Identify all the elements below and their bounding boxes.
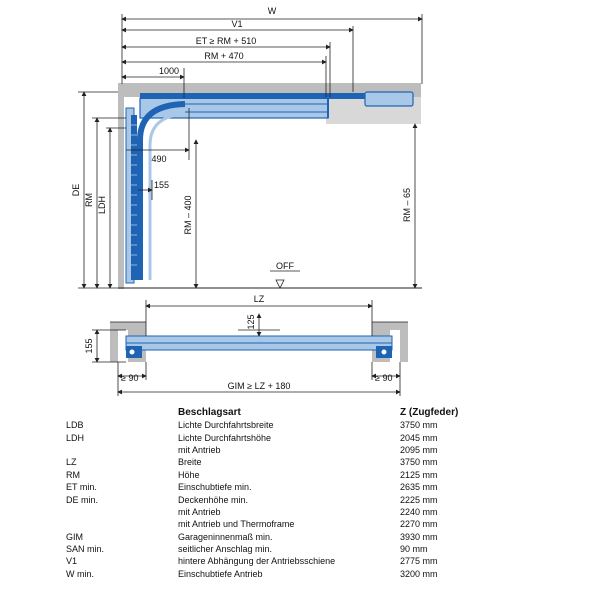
row-description: seitlicher Anschlag min. <box>178 544 273 555</box>
operator-motor <box>364 91 414 107</box>
dim-155-plan: 155 <box>84 338 94 353</box>
dim-155-lines <box>138 180 153 200</box>
plan-bottom-dimensions <box>117 362 401 396</box>
table-header: Beschlagsart Z (Zugfeder) <box>66 405 586 419</box>
dim-off: OFF <box>276 261 294 271</box>
row-description: Lichte Durchfahrtshöhe <box>178 432 272 443</box>
dim-125-lines <box>238 313 280 337</box>
row-description: Garageninnenmaß min. <box>178 531 273 542</box>
dim-ldh: LDH <box>97 196 107 214</box>
row-description: mit Antrieb <box>178 444 221 455</box>
left-dimensions <box>78 91 126 289</box>
table-row: W min. Einschubtiefe Antrieb 3200 mm <box>66 568 586 580</box>
row-description: mit Antrieb und Thermoframe <box>178 519 295 530</box>
table-row: LDB Lichte Durchfahrtsbreite 3750 mm <box>66 419 586 431</box>
technical-drawing: W V1 ET ≥ RM + 510 RM + 470 1000 490 155… <box>71 6 423 396</box>
row-description: Deckenhöhe min. <box>178 494 249 505</box>
dim-125: 125 <box>246 314 256 329</box>
row-value: 2240 mm <box>400 506 438 517</box>
dim-v1: V1 <box>231 19 242 29</box>
header-tension-spring: Z (Zugfeder) <box>400 406 459 418</box>
table-row: mit Antrieb und Thermoframe 2270 mm <box>66 518 586 530</box>
row-code: LDB <box>66 420 84 431</box>
table-body: LDB Lichte Durchfahrtsbreite 3750 mm LDH Lic… <box>66 419 586 580</box>
row-code: LZ <box>66 457 77 468</box>
table-row: GIM Garageninnenmaß min. 3930 mm <box>66 531 586 543</box>
row-value: 3200 mm <box>400 568 438 579</box>
dim-1000: 1000 <box>159 66 179 76</box>
row-description: Einschubtiefe min. <box>178 482 252 493</box>
row-value: 2775 mm <box>400 556 438 567</box>
dim-rm400: RM – 400 <box>183 195 193 234</box>
row-code: W min. <box>66 568 94 579</box>
table-row: mit Antrieb 2240 mm <box>66 506 586 518</box>
dim-rm: RM <box>84 193 94 207</box>
header-fitting-type: Beschlagsart <box>178 406 241 418</box>
row-value: 3750 mm <box>400 420 438 431</box>
top-dimensions <box>121 14 423 98</box>
table-row: DE min. Deckenhöhe min. 2225 mm <box>66 493 586 505</box>
spring-coils <box>131 124 137 266</box>
row-value: 3930 mm <box>400 531 438 542</box>
dim-ge90-right: ≥ 90 <box>375 373 392 383</box>
row-code: DE min. <box>66 494 99 505</box>
dim-155-side: 155 <box>154 180 169 190</box>
row-description: Breite <box>178 457 202 468</box>
right-jamb-inner <box>390 330 400 362</box>
track-curve-inner <box>148 112 186 280</box>
row-code: RM <box>66 469 80 480</box>
tension-spring <box>131 115 137 280</box>
row-value: 90 mm <box>400 544 428 555</box>
off-marker <box>270 270 300 289</box>
row-value: 2045 mm <box>400 432 438 443</box>
right-bolt-icon <box>380 348 388 356</box>
operator-rail <box>140 93 408 99</box>
row-description: hintere Abhängung der Antriebsschiene <box>178 556 336 567</box>
row-code: ET min. <box>66 482 97 493</box>
dim-lz-lines <box>145 300 373 336</box>
row-code: SAN min. <box>66 544 105 555</box>
row-description: mit Antrieb <box>178 506 221 517</box>
specification-table: Beschlagsart Z (Zugfeder) LDB Lichte Durc… <box>66 405 586 580</box>
dim-rm470: RM + 470 <box>204 51 243 61</box>
dim-rm65: RM – 65 <box>402 188 412 222</box>
row-value: 2635 mm <box>400 482 438 493</box>
row-code: GIM <box>66 531 83 542</box>
dim-155-plan-lines <box>92 329 126 363</box>
dim-lz: LZ <box>254 294 265 304</box>
plan-view: LZ 125 155 ≥ 90 ≥ 90 GIM ≥ LZ + 180 <box>84 294 408 396</box>
table-row: ET min. Einschubtiefe min. 2635 mm <box>66 481 586 493</box>
track-curve <box>137 101 186 280</box>
row-value: 3750 mm <box>400 457 438 468</box>
dim-490-lines <box>126 108 190 160</box>
row-value: 2270 mm <box>400 519 438 530</box>
row-code: V1 <box>66 556 78 567</box>
row-description: Einschubtiefe Antrieb <box>178 568 263 579</box>
left-jamb-inner <box>118 330 128 362</box>
table-row: RM Höhe 2125 mm <box>66 469 586 481</box>
row-value: 2125 mm <box>400 469 438 480</box>
row-value: 2225 mm <box>400 494 438 505</box>
left-wall <box>118 83 124 289</box>
dim-de: DE <box>71 184 81 197</box>
row-description: Höhe <box>178 469 200 480</box>
table-row: LDH Lichte Durchfahrtshöhe 2045 mm <box>66 431 586 443</box>
dim-gim: GIM ≥ LZ + 180 <box>228 381 291 391</box>
table-row: V1 hintere Abhängung der Antriebsschiene 2… <box>66 555 586 567</box>
dim-w: W <box>268 6 277 16</box>
dim-ge90-left: ≥ 90 <box>121 373 138 383</box>
left-bolt-icon <box>128 348 136 356</box>
row-value: 2095 mm <box>400 444 438 455</box>
table-row: SAN min. seitlicher Anschlag min. 90 mm <box>66 543 586 555</box>
table-row: mit Antrieb 2095 mm <box>66 444 586 456</box>
dim-et: ET ≥ RM + 510 <box>196 36 257 46</box>
row-description: Lichte Durchfahrtsbreite <box>178 420 274 431</box>
side-view: W V1 ET ≥ RM + 510 RM + 470 1000 490 155… <box>71 6 423 289</box>
table-row: LZ Breite 3750 mm <box>66 456 586 468</box>
dim-490: 490 <box>151 154 166 164</box>
row-code: LDH <box>66 432 85 443</box>
